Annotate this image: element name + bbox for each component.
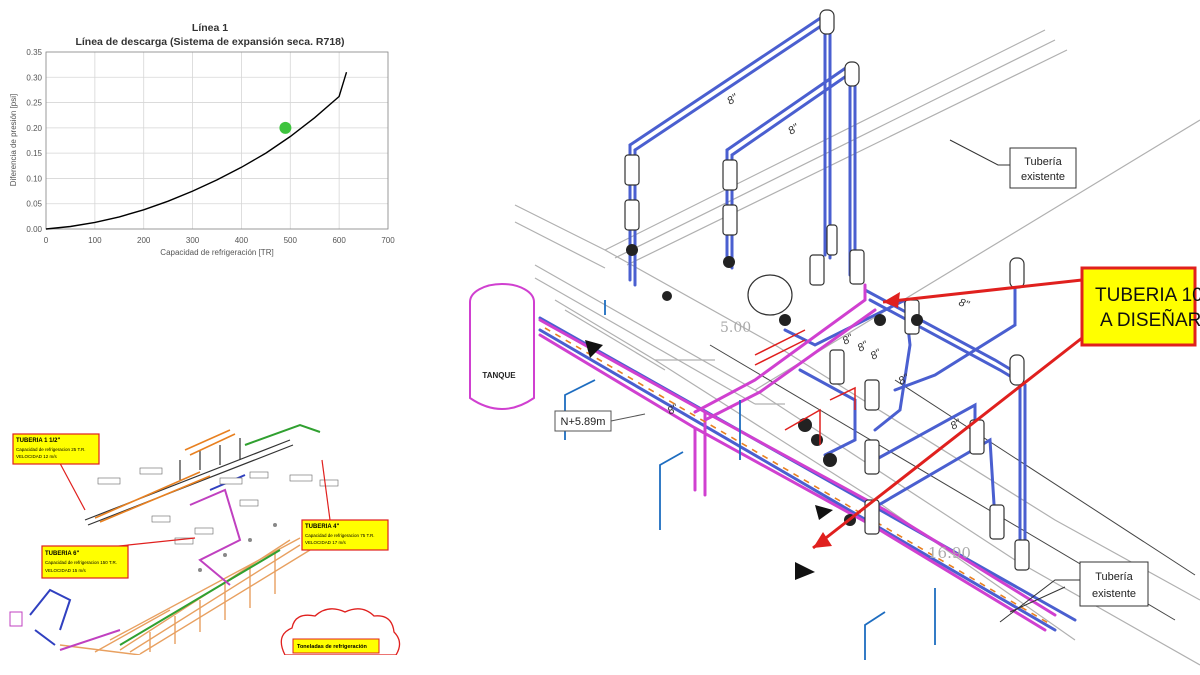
chart-plot: 0 100 200 300 400 500 600 700 0.00 0.05 0.10 0.15 0.… [9,48,395,257]
y-tick-label: 0.15 [26,149,42,158]
red-branches [754,329,856,445]
svg-text:existente: existente [1021,171,1065,183]
pressure-drop-chart: Línea 1 Línea de descarga (Sistema de ex… [0,0,420,270]
svg-text:TUBERIA 10": TUBERIA 10" [1095,285,1200,306]
operating-point-marker [279,121,292,134]
dimension-tags [97,467,339,545]
pipe-supports [198,523,277,572]
svg-text:TUBERIA 6": TUBERIA 6" [45,551,79,557]
svg-text:Capacidad de refrigeracion 75: Capacidad de refrigeracion 75 T.R. [305,533,374,538]
callout-tuberia-6: TUBERIA 6" Capacidad de refrigeracion 15… [41,545,129,579]
chart-ticks: 0 100 200 300 400 500 600 700 0.00 0.05 0.10 0.15 0.… [26,48,395,245]
tank: TANQUE [469,283,535,410]
x-tick-label: 200 [137,236,151,245]
x-tick-label: 600 [332,236,346,245]
large-isometric-drawing: TANQUE 5.00 16.90 8" 8" 8" 8" 8" 8" 8" 8… [469,9,1200,666]
svg-text:TANQUE: TANQUE [482,371,516,380]
existing-pipe-label-bottom: Tubería existente [999,561,1149,623]
callout-leaders [54,453,331,549]
mini-tank [9,611,23,627]
dimension-16-90: 16.90 [928,544,971,562]
pump [747,274,793,316]
y-tick-label: 0.10 [26,174,42,183]
svg-text:8": 8" [725,91,741,107]
svg-text:VELOCIDAD 15 m/s: VELOCIDAD 15 m/s [45,568,87,573]
svg-text:Toneladas de refrigeración: Toneladas de refrigeración [297,644,368,650]
svg-text:Tubería: Tubería [1095,571,1133,583]
y-tick-label: 0.25 [26,99,42,108]
svg-text:TUBERIA 1 1/2": TUBERIA 1 1/2" [16,438,60,444]
svg-text:VELOCIDAD 17 m/s: VELOCIDAD 17 m/s [305,540,347,545]
svg-text:8": 8" [786,121,802,137]
elevation-tag: N+5.89m [554,410,646,432]
pipe-supports-blue [564,300,936,660]
y-tick-label: 0.05 [26,200,42,209]
orange-structure [59,537,311,655]
magenta-pipe [59,488,242,651]
chart-grid [45,51,389,230]
flow-arrows [585,340,833,580]
x-tick-label: 300 [186,236,200,245]
chart-subtitle: Línea de descarga (Sistema de expansión … [75,36,345,48]
y-tick-label: 0.30 [26,73,42,82]
callout-tuberia-1-5: TUBERIA 1 1/2" Capacidad de refrigeracio… [12,433,100,465]
dimension-5-00: 5.00 [720,320,751,336]
svg-text:existente: existente [1092,588,1136,600]
small-isometric-drawing: TUBERIA 1 1/2" Capacidad de refrigeracio… [9,423,401,655]
svg-text:8": 8" [869,347,885,363]
cloud-callout: Toneladas de refrigeración [280,608,401,655]
callout-tuberia-4: TUBERIA 4" Capacidad de refrigeracion 75… [301,519,389,551]
existing-pipe-label-top: Tubería existente [949,139,1077,189]
green-pipe [119,423,321,646]
svg-text:Capacidad de refrigeracion 25: Capacidad de refrigeracion 25 T.R. [16,447,85,452]
x-tick-label: 700 [381,236,395,245]
pipe-fittings [624,9,1030,571]
x-axis-label: Capacidad de refrigeración [TR] [160,248,273,257]
svg-text:TUBERIA 4": TUBERIA 4" [305,524,339,530]
plot-frame [45,51,389,230]
chart-title: Línea 1 [191,22,229,34]
series-line [45,71,348,230]
svg-text:8": 8" [957,297,972,312]
y-tick-label: 0.35 [26,48,42,57]
x-tick-label: 500 [284,236,298,245]
svg-text:A DISEÑAR: A DISEÑAR [1100,309,1200,331]
x-tick-label: 100 [88,236,102,245]
svg-text:Tubería: Tubería [1024,156,1062,168]
y-tick-label: 0.00 [26,225,42,234]
magenta-design-pipe [538,283,1057,632]
x-tick-label: 0 [44,236,49,245]
svg-text:VELOCIDAD 12 m/s: VELOCIDAD 12 m/s [16,454,58,459]
svg-text:N+5.89m: N+5.89m [561,416,606,428]
svg-text:Capacidad de refrigeracion 150: Capacidad de refrigeracion 150 T.R. [45,560,117,565]
design-callout: TUBERIA 10" A DISEÑAR [812,266,1200,550]
orange-pipe [94,429,236,523]
y-axis-label: Diferencia de presión [psi] [9,94,18,187]
y-tick-label: 0.20 [26,124,42,133]
x-tick-label: 400 [235,236,249,245]
orange-centerline [544,327,1051,625]
